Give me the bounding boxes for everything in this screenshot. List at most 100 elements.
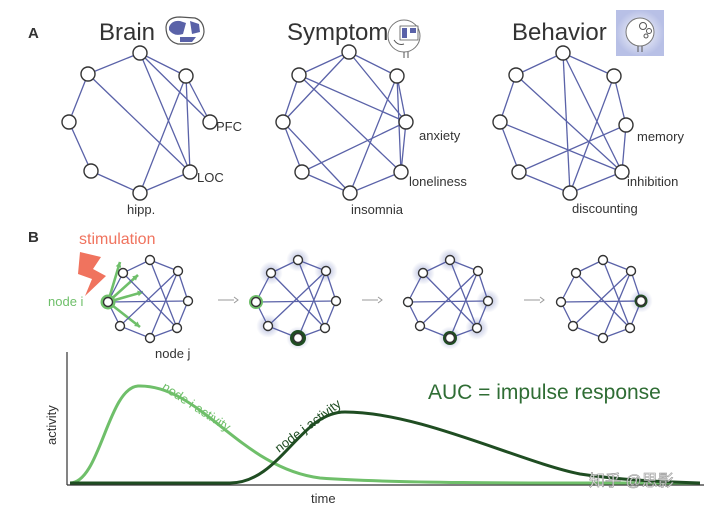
network-node	[606, 68, 622, 84]
network-edge	[560, 272, 577, 303]
network-edge	[270, 272, 326, 329]
network-edge	[119, 270, 179, 327]
stimulation-label: stimulation	[79, 231, 155, 248]
network-edge	[301, 171, 351, 194]
network-node	[291, 67, 307, 83]
network-node	[102, 296, 114, 308]
symptom-label-insomnia: insomnia	[351, 202, 404, 217]
panel-a-letter: A	[28, 25, 39, 42]
network-edge	[177, 270, 189, 302]
network-edge	[422, 272, 478, 329]
auc-equation: AUC = impulse response	[428, 381, 661, 404]
network-edge	[119, 325, 151, 339]
network-edge	[400, 121, 407, 173]
network-edge	[282, 121, 351, 194]
network-node	[178, 68, 194, 84]
network-node	[83, 163, 99, 179]
network-edge	[515, 52, 564, 76]
network-node	[117, 267, 129, 279]
network-node	[292, 332, 304, 344]
network-node	[132, 185, 148, 201]
behavior-title: Behavior	[512, 19, 607, 46]
network-edge	[149, 270, 179, 339]
network-edge	[562, 52, 571, 194]
arrow-icon	[362, 296, 383, 304]
network-edge	[298, 74, 402, 173]
network-node	[417, 267, 429, 279]
network-node	[597, 332, 609, 344]
stimulated-network	[100, 254, 194, 344]
behavior-label-inhibition: inhibition	[627, 174, 678, 189]
network-node	[144, 332, 156, 344]
node-j-label: node j	[155, 346, 191, 361]
network-node	[292, 254, 304, 266]
network-edge	[602, 270, 632, 339]
brain-label-hipp: hipp.	[127, 202, 155, 217]
network-edge	[396, 75, 407, 123]
network-edge	[562, 52, 615, 77]
network-edge	[602, 259, 631, 329]
arrow-icon	[524, 296, 545, 304]
network-node	[472, 265, 484, 277]
network-node	[80, 66, 96, 82]
y-axis-label: activity	[44, 405, 59, 445]
network-node	[482, 295, 494, 307]
network-edge	[407, 300, 489, 303]
network-edge	[515, 74, 623, 173]
network-edge	[477, 270, 489, 302]
network-edge	[282, 51, 350, 123]
network-node	[614, 164, 630, 180]
propagation-network-step-3	[555, 254, 653, 344]
network-edge	[348, 51, 407, 123]
network-edge	[575, 272, 631, 329]
network-node	[618, 117, 634, 133]
network-edge	[449, 270, 479, 339]
network-edge	[562, 52, 623, 173]
symptom-icon	[387, 19, 421, 58]
network-node	[294, 164, 310, 180]
network-edge	[282, 74, 300, 123]
network-edge	[407, 272, 424, 303]
network-edge	[572, 325, 604, 339]
network-edge	[613, 75, 627, 126]
brain-title: Brain	[99, 19, 155, 46]
network-node	[625, 265, 637, 277]
network-edge	[499, 121, 520, 173]
network-node	[330, 295, 342, 307]
symptom-label-anxiety: anxiety	[419, 128, 461, 143]
network-node	[389, 68, 405, 84]
network-node	[341, 44, 357, 60]
propagation-network-step-2	[402, 248, 500, 350]
network-edge	[569, 75, 615, 194]
brain-label-pfc: PFC	[216, 119, 242, 134]
network-node	[172, 265, 184, 277]
network-edge	[449, 259, 478, 329]
network-edge	[267, 270, 327, 327]
network-edge	[139, 52, 211, 123]
network-edge	[185, 75, 191, 173]
network-node	[414, 320, 426, 332]
network-edge	[297, 270, 327, 339]
network-node	[342, 185, 358, 201]
network-node	[319, 322, 331, 334]
network-edge	[348, 51, 398, 77]
network-node	[398, 114, 414, 130]
network-node	[171, 322, 183, 334]
network-edge	[139, 171, 191, 194]
network-edge	[282, 121, 303, 173]
network-edge	[87, 52, 141, 75]
network-edge	[139, 75, 187, 194]
network-node	[320, 265, 332, 277]
node-j-activity-curve	[70, 410, 701, 485]
network-node	[635, 295, 647, 307]
network-edge	[122, 272, 178, 329]
network-edge	[107, 300, 189, 303]
network-node	[511, 164, 527, 180]
network-node	[570, 267, 582, 279]
network-edge	[349, 171, 402, 194]
symptom-network	[275, 44, 414, 201]
network-edge	[149, 259, 178, 329]
network-edge	[572, 270, 632, 327]
symptom-title: Symptom	[287, 19, 388, 46]
network-edge	[349, 75, 398, 194]
